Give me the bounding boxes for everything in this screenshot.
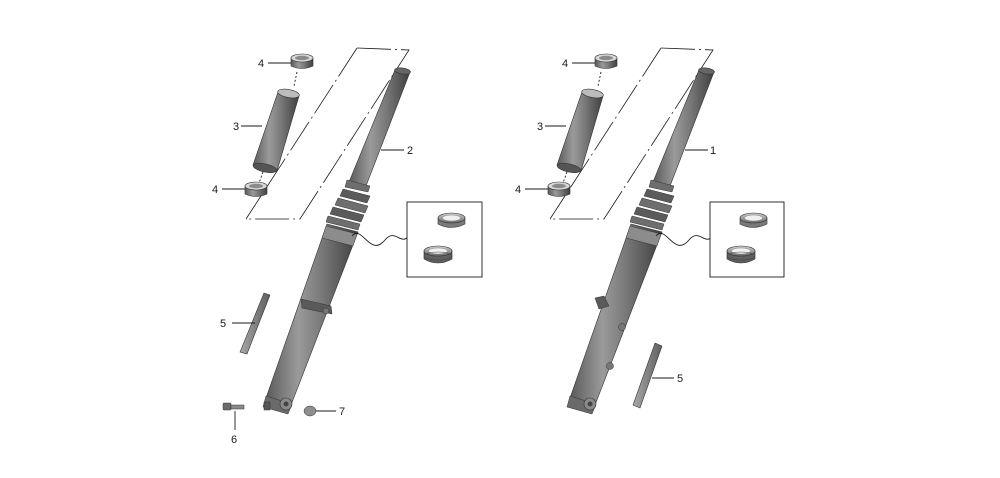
- right-bracket-diagonal: [549, 47, 662, 220]
- callout-right-1: 1: [710, 145, 716, 157]
- left-grouping-bracket: [246, 47, 410, 220]
- right-fork-leg: [566, 67, 715, 415]
- left-axle-cap: [303, 405, 317, 417]
- callout-left-4-top: 4: [258, 58, 264, 70]
- right-seal-ring-bottom: [547, 181, 571, 197]
- callout-right-3: 3: [537, 121, 543, 133]
- left-detail-box: [406, 201, 483, 278]
- left-guard-pad: [239, 292, 271, 355]
- callout-left-6: 6: [231, 434, 237, 446]
- right-spacer-cylinder: [556, 88, 604, 173]
- callout-left-5: 5: [220, 318, 226, 330]
- left-seal-ring-bottom: [244, 181, 268, 197]
- left-bolt: [222, 402, 245, 411]
- right-guard-pad: [632, 342, 663, 409]
- left-detail-link: [351, 233, 409, 246]
- left-bracket-diagonal: [245, 47, 358, 220]
- left-fork-leg: [262, 67, 411, 415]
- left-seal-ring-top: [290, 53, 314, 69]
- callout-right-4-bottom: 4: [515, 184, 521, 196]
- left-fork-assembly: 4 3 4: [212, 47, 483, 446]
- callout-right-5: 5: [677, 373, 683, 385]
- left-spacer-cylinder: [252, 88, 300, 173]
- right-detail-seal-top: [739, 212, 768, 228]
- right-detail-link: [655, 233, 713, 246]
- right-detail-box: [709, 201, 785, 278]
- callout-left-3: 3: [233, 121, 239, 133]
- callout-left-7: 7: [339, 406, 345, 418]
- left-axis-line-top: [293, 71, 298, 87]
- right-detail-seal-bottom: [726, 245, 756, 264]
- callout-left-4-bottom: 4: [212, 184, 218, 196]
- right-axis-line-top: [597, 71, 602, 87]
- left-detail-seal-bottom: [423, 245, 453, 264]
- left-axis-line-bottom: [258, 171, 264, 184]
- callout-left-2: 2: [407, 145, 413, 157]
- right-fork-assembly: 4 3 4: [515, 47, 785, 415]
- left-detail-seal-top: [437, 212, 466, 228]
- right-grouping-bracket: [550, 47, 714, 220]
- callout-right-4-top: 4: [562, 58, 568, 70]
- right-seal-ring-top: [594, 53, 618, 69]
- right-axis-line-bottom: [562, 171, 568, 184]
